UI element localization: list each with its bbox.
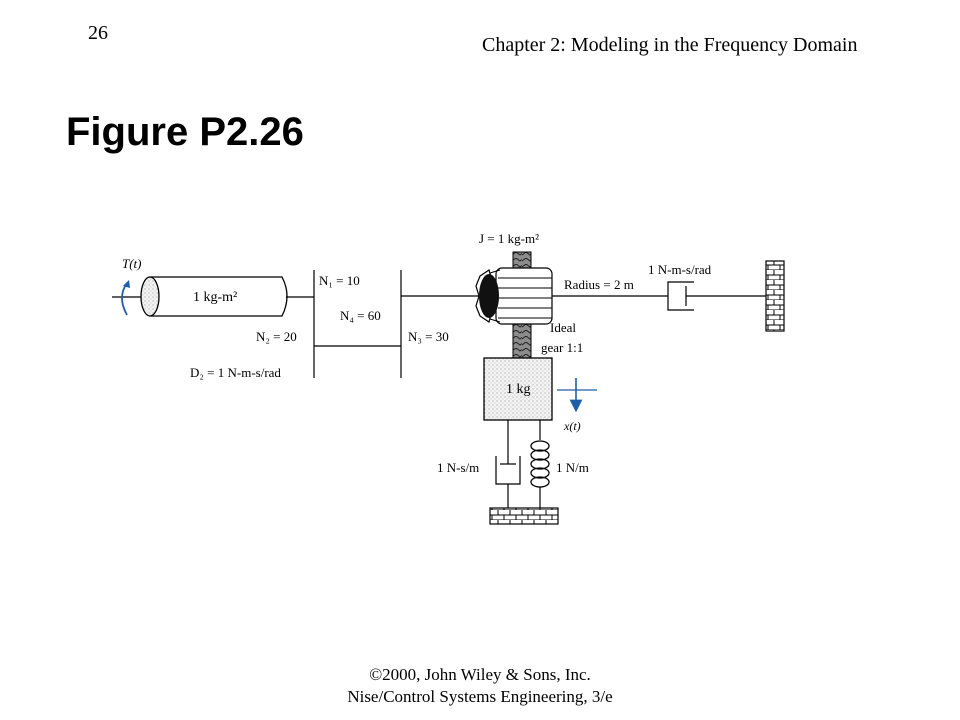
rot-damper-label: 1 N-m-s/rad <box>648 262 712 277</box>
n2-label: N₂ = 20 <box>256 329 297 344</box>
j-label: J = 1 kg-m² <box>479 231 539 246</box>
footer: ©2000, John Wiley & Sons, Inc. Nise/Cont… <box>0 664 960 708</box>
footer-book: Nise/Control Systems Engineering, 3/e <box>347 687 613 706</box>
torque-label: T(t) <box>122 256 142 271</box>
page-number: 26 <box>88 22 108 44</box>
torque-arrow-icon <box>112 280 150 316</box>
inertia1-label: 1 kg-m² <box>193 290 237 305</box>
footer-copyright: ©2000, John Wiley & Sons, Inc. <box>369 665 591 684</box>
ground <box>489 507 559 525</box>
n1-label: N₁ = 10 <box>319 273 360 288</box>
displacement-arrow-icon <box>557 378 597 413</box>
gear-ratio-label: gear 1:1 <box>541 340 583 355</box>
displacement-label: x(t) <box>563 419 581 433</box>
figure-title: Figure P2.26 <box>66 110 304 154</box>
ideal-label: Ideal <box>550 320 576 335</box>
damper-label: 1 N-s/m <box>437 460 479 475</box>
n4-label: N₄ = 60 <box>340 308 381 323</box>
mass-block <box>483 357 553 421</box>
radius-label: Radius = 2 m <box>564 277 634 292</box>
d2-label: D₂ = 1 N-m-s/rad <box>190 365 281 380</box>
rotational-damper <box>552 281 766 311</box>
n3-label: N₃ = 30 <box>408 329 449 344</box>
spring <box>530 420 550 508</box>
wall-right <box>765 260 785 332</box>
inertia-cylinder <box>140 276 288 317</box>
spring-label: 1 N/m <box>556 460 589 475</box>
chapter-title: Chapter 2: Modeling in the Frequency Dom… <box>482 34 858 56</box>
mass-label: 1 kg <box>506 382 531 397</box>
translational-damper <box>495 420 521 508</box>
pinion-gear <box>475 267 553 325</box>
